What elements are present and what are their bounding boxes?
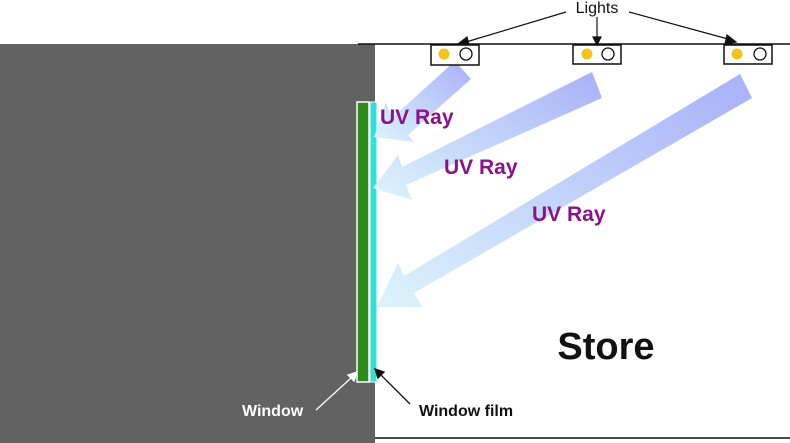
store-label: Store — [557, 326, 654, 368]
window-pane — [356, 101, 370, 383]
light-fixture-icon — [430, 44, 480, 66]
light-fixture-icon — [572, 44, 622, 65]
lights-pointer-arrows — [456, 11, 738, 47]
uv-ray-arrows — [373, 61, 752, 307]
window-film-pointer-arrow — [373, 367, 411, 405]
lights-label: Lights — [576, 0, 619, 17]
window-film — [369, 101, 378, 383]
uv-ray-label: UV Ray — [532, 203, 606, 226]
uv-ray-arrow — [373, 72, 602, 200]
uv-ray-arrow — [377, 74, 752, 307]
outside-area — [0, 44, 375, 443]
uv-ray-label: UV Ray — [444, 156, 518, 179]
light-fixture-icon — [723, 44, 773, 65]
window-film-label: Window film — [419, 403, 513, 420]
window-pointer-arrow — [315, 370, 359, 411]
window-label: Window — [242, 403, 304, 420]
uv-ray-label: UV Ray — [380, 106, 454, 129]
uv-ray-arrow — [374, 61, 471, 142]
